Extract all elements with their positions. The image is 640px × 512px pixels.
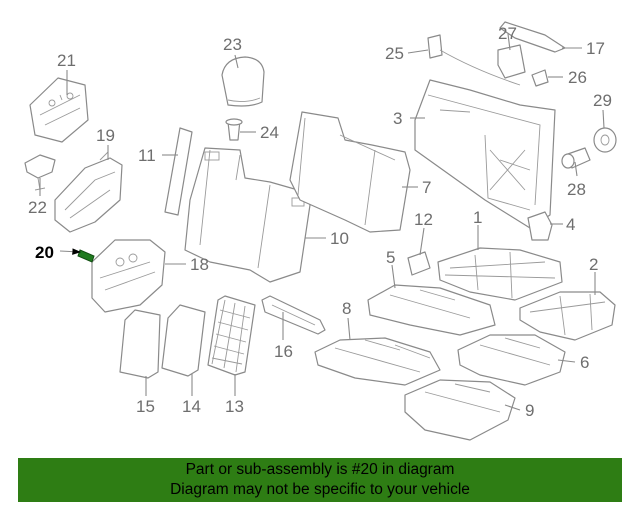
callout-28: 28 xyxy=(567,180,586,199)
parts-diagram: 21 22 19 20 18 23 24 11 10 7 3 25 27 17 … xyxy=(24,21,617,441)
callout-23: 23 xyxy=(223,35,242,54)
callout-25: 25 xyxy=(385,44,404,63)
callout-13: 13 xyxy=(225,397,244,416)
callout-20: 20 xyxy=(35,243,54,262)
part-16-trim xyxy=(261,295,326,335)
callout-14: 14 xyxy=(182,397,201,416)
part-13-mesh xyxy=(207,295,256,376)
part-8-cushion-cover xyxy=(314,337,441,386)
callout-12: 12 xyxy=(414,210,433,229)
part-25-latch xyxy=(427,34,521,86)
callout-4: 4 xyxy=(566,215,575,234)
callout-11: 11 xyxy=(138,146,156,165)
part-19-side-trim xyxy=(54,151,123,233)
part-1-cushion-frame xyxy=(437,247,563,301)
callout-7: 7 xyxy=(422,178,431,197)
part-26-clip xyxy=(531,69,549,87)
callout-9: 9 xyxy=(525,401,534,420)
callout-5: 5 xyxy=(386,248,395,267)
banner-line-1: Part or sub-assembly is #20 in diagram xyxy=(185,461,455,478)
part-22-clip xyxy=(24,154,56,191)
part-20-highlighted xyxy=(77,249,95,263)
info-banner: Part or sub-assembly is #20 in diagram D… xyxy=(18,458,622,502)
part-14-panel xyxy=(161,304,206,377)
callout-21: 21 xyxy=(57,51,76,70)
callout-19: 19 xyxy=(96,126,115,145)
part-4-bracket xyxy=(527,211,553,241)
callout-8: 8 xyxy=(342,299,351,318)
callout-15: 15 xyxy=(136,397,155,416)
part-3-frame xyxy=(414,79,556,229)
callout-22: 22 xyxy=(28,198,47,217)
callout-16: 16 xyxy=(274,342,293,361)
part-17-rail xyxy=(499,21,566,53)
part-7-backrest xyxy=(289,111,411,233)
callout-3: 3 xyxy=(393,109,402,128)
part-9-cushion-cover xyxy=(404,379,516,441)
part-15-panel xyxy=(119,309,161,379)
callout-2: 2 xyxy=(589,255,598,274)
callout-labels: 21 22 19 20 18 23 24 11 10 7 3 25 27 17 … xyxy=(28,24,612,420)
part-29-washer xyxy=(593,127,617,153)
leader-lines xyxy=(39,33,605,411)
part-5-cushion-pad xyxy=(367,284,496,336)
part-18-side-trim xyxy=(91,239,166,313)
part-2-cushion-frame xyxy=(519,291,616,341)
part-27-bracket xyxy=(497,44,526,79)
part-28-bolt xyxy=(561,147,591,169)
part-21-bracket xyxy=(29,77,89,143)
part-24-guide xyxy=(225,118,243,141)
part-6-cushion-pad xyxy=(457,334,566,386)
callout-17: 17 xyxy=(586,39,605,58)
callout-6: 6 xyxy=(580,353,589,372)
part-23-headrest xyxy=(221,56,265,107)
callout-26: 26 xyxy=(568,68,587,87)
banner-line-2: Diagram may not be specific to your vehi… xyxy=(170,481,470,498)
part-12-clip xyxy=(407,251,431,276)
part-11-trim-strip xyxy=(164,127,193,216)
callout-24: 24 xyxy=(260,123,279,142)
callout-27: 27 xyxy=(498,24,517,43)
callout-29: 29 xyxy=(593,91,612,110)
callout-18: 18 xyxy=(190,255,209,274)
callout-10: 10 xyxy=(330,229,349,248)
callout-1: 1 xyxy=(473,208,482,227)
